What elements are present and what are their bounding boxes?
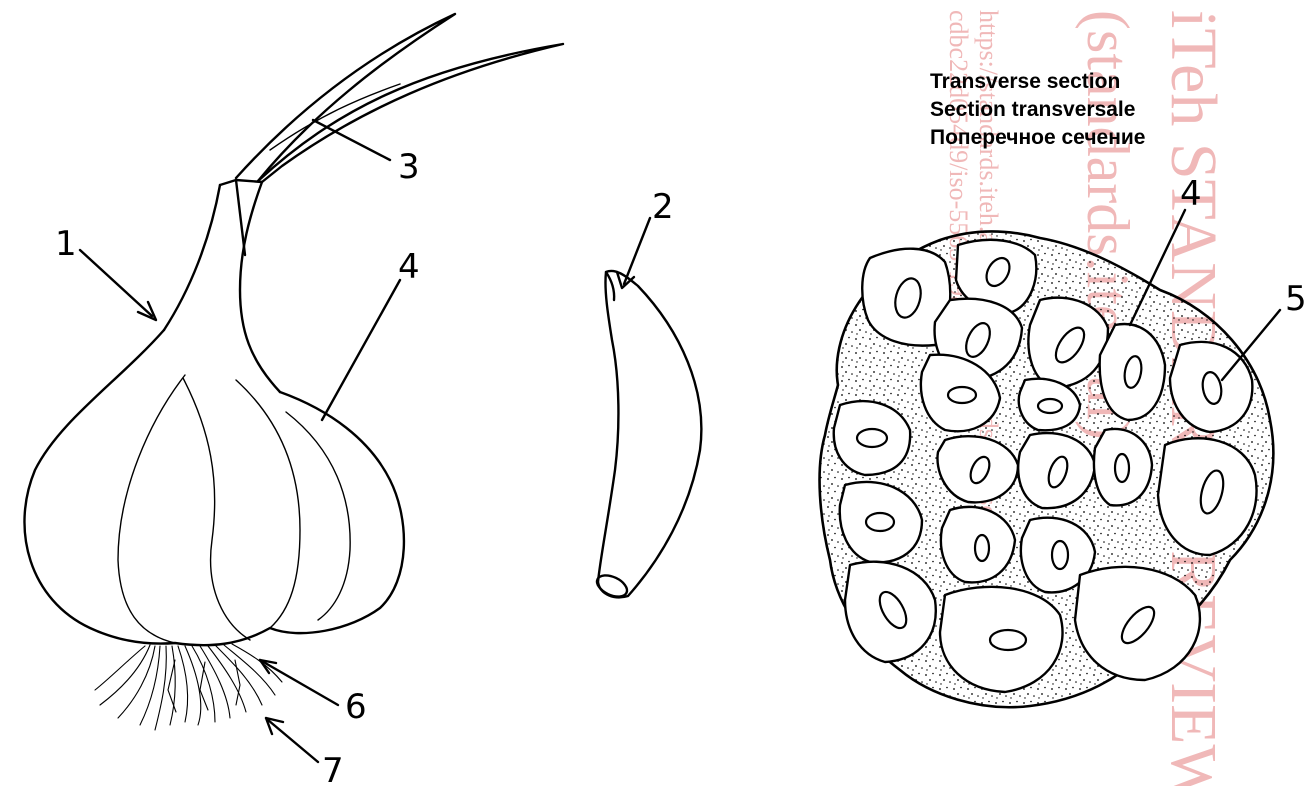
caption-russian: Поперечное сечение: [930, 126, 1145, 149]
clove-outline: [598, 271, 701, 597]
callout-6: 6: [345, 687, 367, 727]
neck-inner: [236, 180, 245, 255]
caption-french: Section transversale: [930, 98, 1135, 121]
callout-3: 3: [398, 147, 420, 187]
bulb-neck-right: [240, 182, 280, 392]
callout-4-section: 4: [1180, 174, 1202, 214]
roots: [95, 644, 282, 730]
clove-line-1: [118, 375, 185, 643]
garlic-clove: [594, 271, 702, 601]
callout-1: 1: [55, 224, 77, 264]
clove-line-4: [286, 412, 350, 620]
callout-5: 5: [1285, 279, 1307, 319]
neck-sheath: [220, 180, 262, 185]
section-caption: Transverse section Section transversale …: [930, 70, 1145, 149]
caption-english: Transverse section: [930, 70, 1120, 93]
leaf-blade: [236, 14, 455, 181]
callout-4-bulb: 4: [398, 247, 420, 287]
bulb-neck: [164, 185, 220, 330]
leaf-vein: [270, 84, 400, 150]
callout-7: 7: [322, 751, 344, 786]
garlic-bulb: [24, 14, 563, 730]
clove-line-3: [236, 380, 300, 628]
clove-line-2: [183, 378, 250, 640]
callout-2: 2: [652, 187, 674, 227]
